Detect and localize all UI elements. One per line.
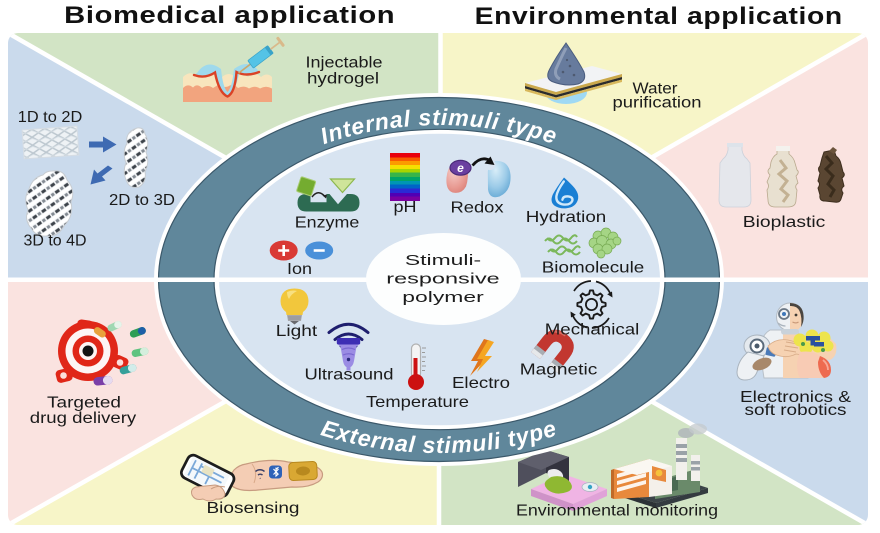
svg-text:Bioplastic: Bioplastic xyxy=(743,214,826,231)
svg-text:Temperature: Temperature xyxy=(366,394,469,411)
svg-text:Targeted: Targeted xyxy=(47,395,121,412)
svg-text:soft robotics: soft robotics xyxy=(745,402,847,419)
svg-text:Ion: Ion xyxy=(287,261,312,278)
svg-text:Biosensing: Biosensing xyxy=(207,500,300,517)
svg-text:Biomolecule: Biomolecule xyxy=(542,260,645,277)
svg-text:Hydration: Hydration xyxy=(526,209,607,226)
svg-text:drug delivery: drug delivery xyxy=(30,410,137,427)
svg-text:Light: Light xyxy=(276,323,318,340)
svg-text:purification: purification xyxy=(613,95,702,112)
svg-text:2D to 3D: 2D to 3D xyxy=(109,192,175,209)
svg-text:Magnetic: Magnetic xyxy=(520,362,598,379)
svg-text:Electronics &: Electronics & xyxy=(740,389,852,406)
svg-text:pH: pH xyxy=(394,199,417,216)
svg-text:Injectable: Injectable xyxy=(306,55,383,72)
svg-text:Stimuli-: Stimuli- xyxy=(405,253,481,269)
svg-text:Redox: Redox xyxy=(451,200,504,217)
svg-text:Environmental application: Environmental application xyxy=(475,3,843,30)
svg-text:hydrogel: hydrogel xyxy=(307,71,379,88)
svg-text:e: e xyxy=(457,161,464,175)
svg-text:Biomedical application: Biomedical application xyxy=(64,2,395,29)
svg-text:Enzyme: Enzyme xyxy=(295,215,360,232)
svg-text:3D to 4D: 3D to 4D xyxy=(24,233,87,250)
svg-text:1D to 2D: 1D to 2D xyxy=(18,109,83,126)
svg-text:Ultrasound: Ultrasound xyxy=(305,367,394,384)
svg-text:Water: Water xyxy=(633,81,678,98)
svg-text:Environmental monitoring: Environmental monitoring xyxy=(516,503,718,520)
svg-text:Mechanical: Mechanical xyxy=(545,322,640,339)
svg-text:Electro: Electro xyxy=(452,375,510,392)
svg-text:polymer: polymer xyxy=(402,290,484,306)
svg-text:responsive: responsive xyxy=(386,271,499,287)
